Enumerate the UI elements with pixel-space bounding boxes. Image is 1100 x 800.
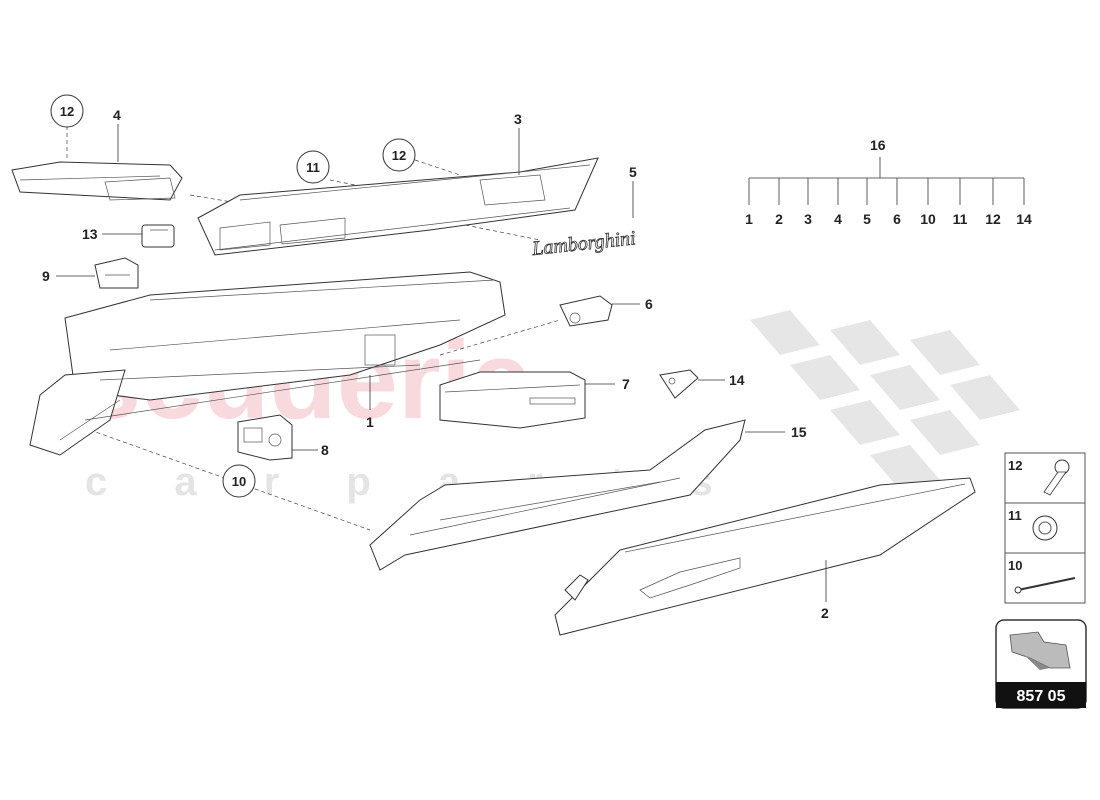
bubble-11: 11 bbox=[296, 150, 330, 184]
kit-item-2: 2 bbox=[775, 211, 783, 227]
callout-13: 13 bbox=[82, 226, 98, 242]
screw-icon bbox=[1043, 459, 1070, 496]
callout-1: 1 bbox=[366, 414, 374, 430]
callout-3: 3 bbox=[514, 111, 522, 127]
legend-num-10: 10 bbox=[1008, 558, 1022, 573]
diagram-code: 857 05 bbox=[1017, 688, 1066, 705]
part-8-switch-module bbox=[237, 414, 293, 461]
kit-item-14: 14 bbox=[1016, 211, 1032, 227]
callout-9: 9 bbox=[42, 268, 50, 284]
kit-item-4: 4 bbox=[834, 211, 842, 227]
leader-lines bbox=[56, 124, 827, 602]
pin-icon bbox=[1014, 577, 1076, 594]
kit-item-10: 10 bbox=[920, 211, 936, 227]
bubble-12-left: 12 bbox=[50, 94, 84, 128]
part-4-vent bbox=[11, 161, 183, 201]
callout-14: 14 bbox=[729, 372, 745, 388]
callout-16: 16 bbox=[870, 137, 886, 153]
callout-5: 5 bbox=[629, 164, 637, 180]
diagram-code-box[interactable]: 857 05 bbox=[995, 619, 1087, 709]
part-5-logo-script: Lamborghini bbox=[530, 227, 636, 260]
part-1-frame bbox=[29, 271, 506, 456]
bubble-12-right: 12 bbox=[382, 138, 416, 172]
part-13-switch bbox=[141, 224, 175, 248]
legend-num-12: 12 bbox=[1008, 458, 1022, 473]
legend-box: 12 11 10 bbox=[1004, 452, 1086, 604]
part-6-sensor bbox=[559, 295, 613, 327]
callout-15: 15 bbox=[791, 424, 807, 440]
part-2-glovebox-lid bbox=[554, 477, 976, 636]
clip-icon bbox=[1032, 515, 1058, 541]
callout-8: 8 bbox=[321, 442, 329, 458]
callout-6: 6 bbox=[645, 296, 653, 312]
part-14-clip bbox=[659, 369, 699, 399]
arrow-icon bbox=[1009, 631, 1071, 670]
part-7-tray bbox=[439, 371, 586, 429]
bubble-10: 10 bbox=[222, 464, 256, 498]
part-3-trim-panel bbox=[197, 157, 599, 256]
svg-text:12: 12 bbox=[392, 148, 406, 163]
part-15-side-strip bbox=[369, 419, 746, 571]
legend-num-11: 11 bbox=[1008, 508, 1022, 523]
callout-2: 2 bbox=[821, 605, 829, 621]
callout-7: 7 bbox=[622, 376, 630, 392]
svg-text:10: 10 bbox=[232, 474, 246, 489]
svg-text:11: 11 bbox=[306, 160, 320, 175]
kit-item-3: 3 bbox=[804, 211, 812, 227]
kit-item-12: 12 bbox=[985, 211, 1001, 227]
kit-item-11: 11 bbox=[953, 211, 968, 227]
kit-item-6: 6 bbox=[893, 211, 901, 227]
checker-background bbox=[750, 310, 1020, 490]
kit-item-1: 1 bbox=[745, 211, 753, 227]
part-9-bracket bbox=[94, 257, 139, 289]
svg-text:12: 12 bbox=[60, 104, 74, 119]
callout-4: 4 bbox=[113, 107, 121, 123]
kit-item-5: 5 bbox=[863, 211, 871, 227]
